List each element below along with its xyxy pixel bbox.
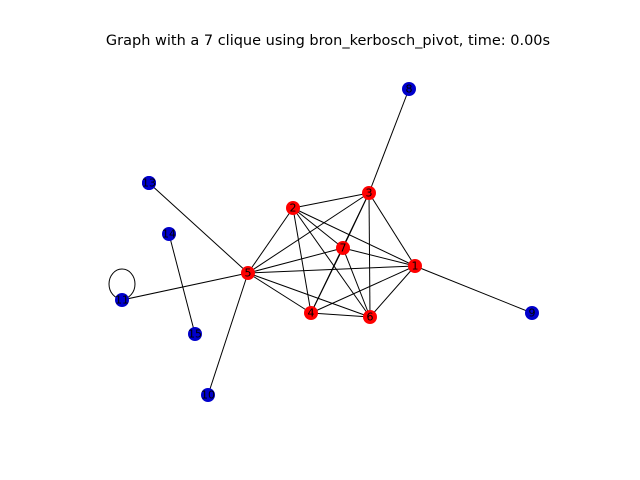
node-label-3: 3 — [366, 187, 373, 200]
node-label-5: 5 — [245, 267, 252, 280]
edge-3-6 — [368, 192, 371, 318]
edge-5-11 — [121, 272, 249, 301]
edge-5-13 — [148, 182, 249, 274]
node-circle-2 — [286, 201, 300, 215]
node-label-15: 15 — [188, 328, 202, 341]
node-1: 1 — [408, 259, 422, 273]
node-circle-8 — [402, 82, 416, 96]
node-label-9: 9 — [529, 307, 536, 320]
node-label-8: 8 — [406, 83, 413, 96]
node-6: 6 — [363, 310, 377, 324]
node-circle-10 — [201, 388, 215, 402]
edge-4-7 — [310, 247, 344, 314]
node-circle-14 — [162, 227, 176, 241]
node-circle-3 — [362, 186, 376, 200]
edge-6-7 — [342, 247, 371, 318]
node-circle-15 — [188, 327, 202, 341]
edge-1-6 — [369, 265, 416, 318]
edge-3-5 — [247, 192, 370, 274]
node-label-2: 2 — [290, 202, 297, 215]
node-5: 5 — [241, 266, 255, 280]
node-circle-4 — [304, 306, 318, 320]
edge-14-15 — [168, 233, 196, 335]
edge-1-9 — [414, 265, 533, 314]
node-2: 2 — [286, 201, 300, 215]
node-circle-11 — [115, 293, 129, 307]
node-layer: 123456789101112131415 — [115, 82, 539, 402]
edge-3-8 — [368, 88, 410, 194]
node-3: 3 — [362, 186, 376, 200]
edge-5-10 — [207, 272, 249, 396]
edge-2-3 — [292, 192, 370, 209]
edge-1-2 — [292, 207, 416, 267]
edge-4-6 — [310, 312, 371, 318]
edge-layer — [108, 88, 533, 396]
node-circle-1 — [408, 259, 422, 273]
node-15: 15 — [188, 327, 202, 341]
node-label-13: 13 — [142, 177, 156, 190]
node-circle-6 — [363, 310, 377, 324]
node-label-1: 1 — [412, 260, 419, 273]
edge-5-7 — [247, 247, 344, 274]
node-label-4: 4 — [308, 307, 315, 320]
node-13: 13 — [142, 176, 156, 190]
node-circle-7 — [336, 241, 350, 255]
node-8: 8 — [402, 82, 416, 96]
node-9: 9 — [525, 306, 539, 320]
node-circle-13 — [142, 176, 156, 190]
node-label-6: 6 — [367, 311, 374, 324]
node-11: 11 — [115, 293, 129, 307]
edge-2-7 — [292, 207, 344, 249]
graph-title: Graph with a 7 clique using bron_kerbosc… — [105, 33, 551, 49]
node-circle-9 — [525, 306, 539, 320]
edge-3-7 — [342, 192, 370, 249]
edge-1-7 — [342, 247, 416, 267]
edge-4-5 — [247, 272, 312, 314]
node-14: 14 — [162, 227, 176, 241]
edge-5-6 — [247, 272, 371, 318]
edge-2-5 — [247, 207, 294, 274]
node-circle-5 — [241, 266, 255, 280]
node-label-11: 11 — [115, 294, 129, 307]
node-label-7: 7 — [340, 242, 347, 255]
edge-2-4 — [292, 207, 312, 314]
node-label-14: 14 — [162, 228, 176, 241]
edge-1-3 — [368, 192, 416, 267]
node-label-10: 10 — [201, 389, 215, 402]
node-7: 7 — [336, 241, 350, 255]
edge-2-6 — [292, 207, 371, 318]
edge-1-4 — [310, 265, 416, 314]
node-4: 4 — [304, 306, 318, 320]
node-10: 10 — [201, 388, 215, 402]
